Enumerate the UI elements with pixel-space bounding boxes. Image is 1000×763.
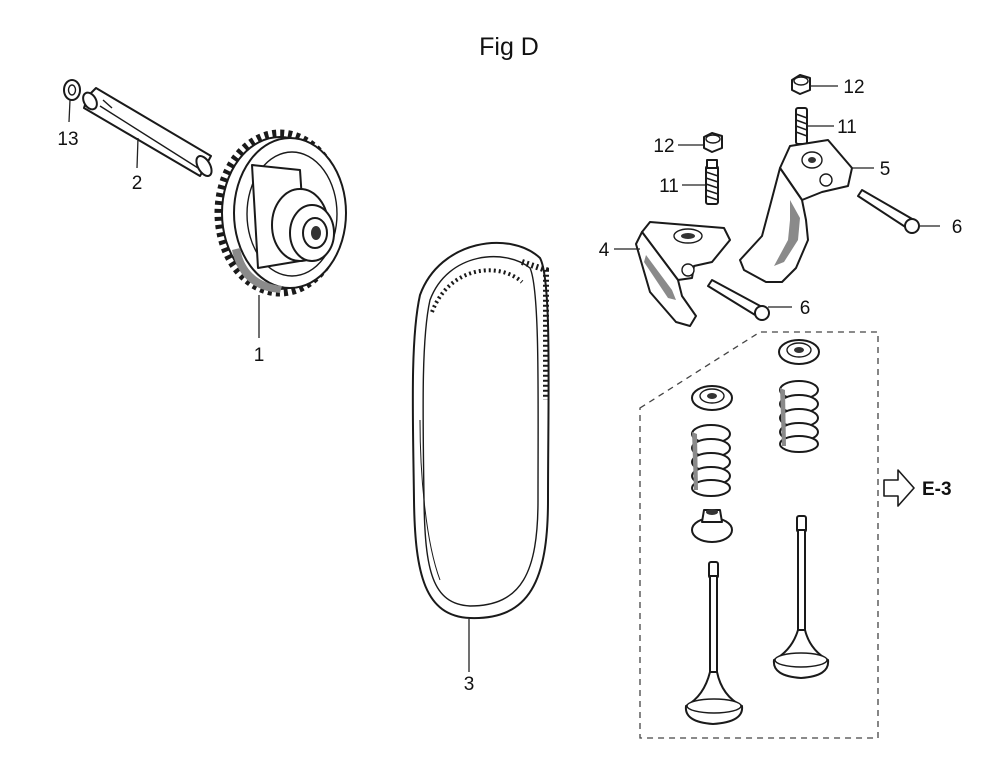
part-cam-pulley [214,129,347,297]
part-rocker-arm-left [635,221,731,327]
part-valve-spring-left [691,424,731,497]
callout-part-4: 4 [599,240,610,261]
part-rocker-pin-upper [857,189,920,234]
part-valve-spring-right [779,380,819,453]
part-nut-right [791,74,811,95]
figure-title: Fig D [479,33,539,61]
callout-part-6-lower: 6 [800,298,811,319]
part-valve-spring-retainer-right [778,339,820,365]
callout-part-6-upper: 6 [952,217,963,238]
part-rocker-pin-lower [707,279,770,321]
part-valve-spring-retainer-left [691,385,733,411]
part-shaft [82,87,213,177]
part-timing-belt [411,241,550,620]
reference-arrow [883,469,915,507]
part-rocker-arm-right [739,139,853,283]
callout-part-11-left: 11 [659,176,679,197]
part-valve-right [772,515,830,679]
part-adjusting-screw-left [705,159,719,205]
callout-part-13: 13 [57,129,78,150]
callout-part-3: 3 [464,674,475,695]
assembly-boundary [639,331,879,739]
callout-part-11-right: 11 [837,117,857,138]
part-washer [63,79,81,101]
callout-part-1: 1 [254,345,265,366]
part-valve-left [684,561,744,725]
callout-part-12-left: 12 [653,136,674,157]
callout-part-2: 2 [132,173,143,194]
callout-part-12-right: 12 [843,77,864,98]
part-valve-stem-seal [691,509,733,543]
part-adjusting-screw-right [795,107,808,145]
reference-label: E-3 [922,479,952,500]
callout-part-5: 5 [880,159,891,180]
part-nut-left [703,132,723,153]
